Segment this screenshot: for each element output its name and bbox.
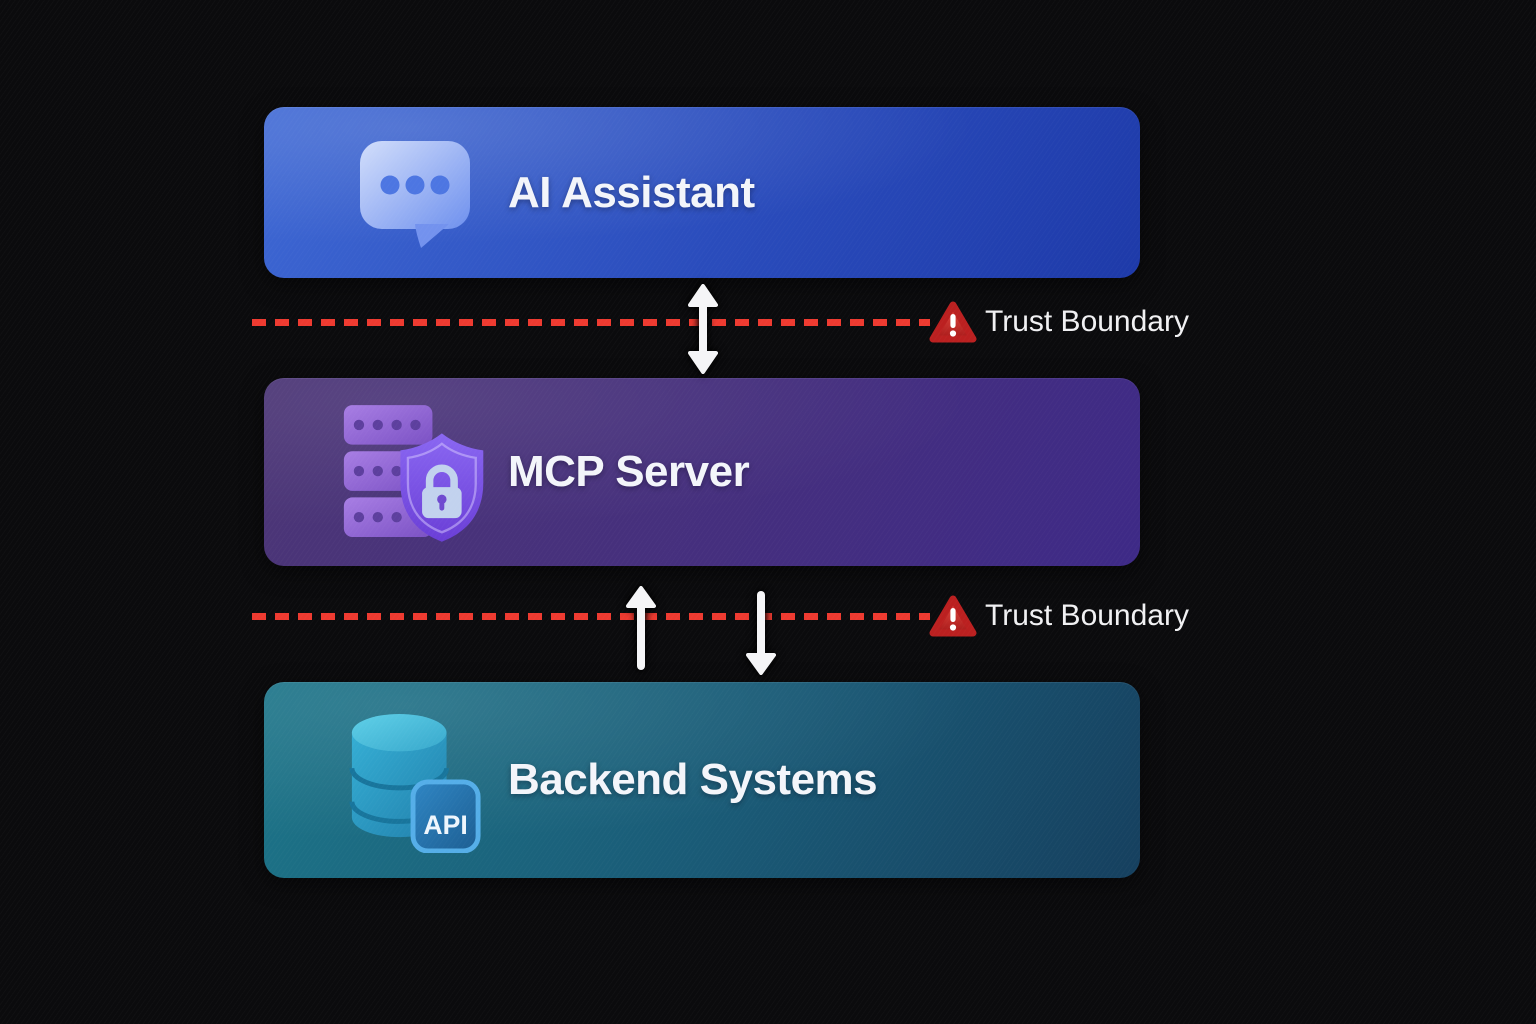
bidirectional-arrow-icon [687,284,719,379]
node-label: AI Assistant [508,167,755,217]
node-label: Backend Systems [508,755,878,804]
chat-bubble-icon [342,138,488,248]
trust-boundary-line [252,613,930,620]
database-api-icon: API [342,707,488,853]
api-badge-label: API [423,810,467,840]
server-shield-lock-icon [342,399,488,545]
trust-boundary-label: Trust Boundary [985,599,1189,632]
node-mcp-server: MCP Server [264,378,1140,566]
node-backend-systems: API Backend Systems [264,682,1140,878]
node-label: MCP Server [508,447,750,496]
warning-triangle-icon [929,593,977,639]
warning-triangle-icon [929,299,977,345]
trust-boundary-label: Trust Boundary [985,305,1189,338]
node-ai-assistant: AI Assistant [264,107,1140,278]
trust-boundary-line [252,319,930,326]
down-arrow-icon [746,589,776,680]
up-arrow-icon [626,586,656,677]
